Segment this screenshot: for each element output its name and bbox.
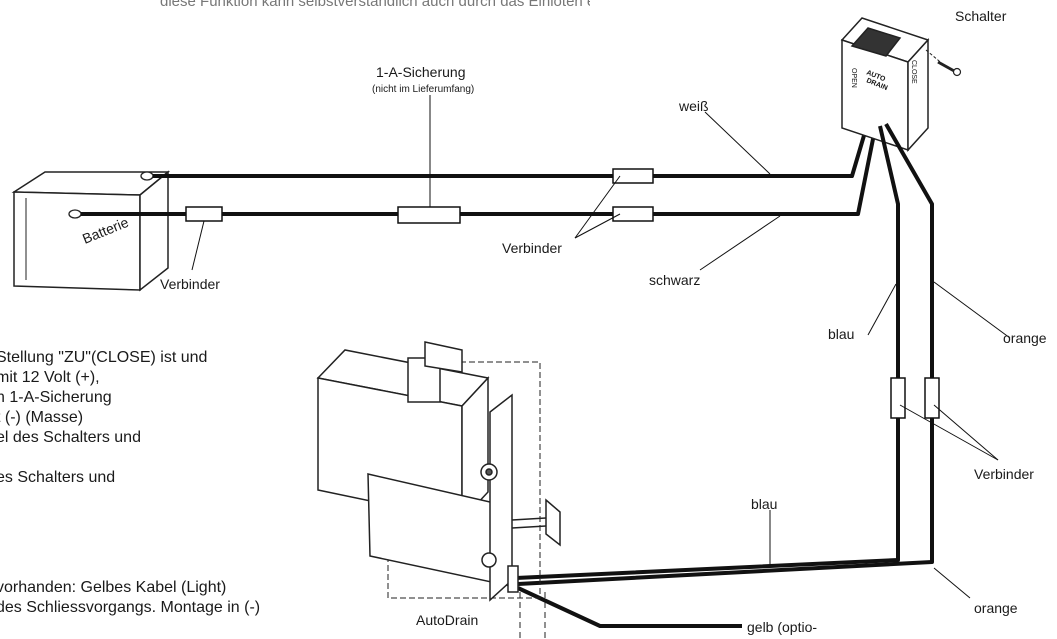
label-autodrain: AutoDrain [416,612,479,628]
label-orange-bottom: orange [974,600,1018,616]
label-verbinder-left: Verbinder [160,276,220,292]
label-weiss: weiß [679,98,709,114]
leader-schwarz [699,215,781,271]
instruction-line-4: t (-) (Masse) [0,409,84,426]
label-schwarz: schwarz [649,272,701,288]
leader-blau-top [867,283,897,336]
label-gelb: gelb (optio- [747,619,818,635]
connector-blau [890,377,906,419]
label-orange-top: orange [1003,330,1047,346]
leader-verbinder-left [191,220,205,271]
instruction-line-7: es Schalters und [0,469,116,486]
switch-box [840,17,930,152]
battery [11,170,171,292]
switch-open-label: OPEN [850,68,857,88]
wire-orange [517,123,934,586]
instruction-line-5: el des Schalters und [0,429,141,446]
battery-positive-terminal [140,171,154,181]
wire-gelb [517,586,742,628]
connector-orange [924,377,940,419]
label-sicherung: 1-A-Sicherung [376,64,466,80]
instruction-line-9: vorhanden: Gelbes Kabel (Light) [0,579,227,596]
leader-orange-bottom [933,567,971,599]
leader-verbinder-right-a [899,404,999,461]
autodrain-valve [316,341,561,639]
instruction-line-1: Stellung "ZU"(CLOSE) ist und [0,349,208,366]
label-blau-top: blau [828,326,855,342]
wire-blau [515,125,900,580]
leader-verbinder-right-b [933,404,999,461]
leader-verbinder-mid-a [574,175,621,239]
wire-positive [153,121,870,178]
label-schalter: Schalter [955,8,1007,24]
instruction-line-2: mit 12 Volt (+), [0,369,100,386]
fuse [397,95,461,224]
battery-negative-terminal [68,209,82,219]
leader-weiss [704,111,771,175]
connector-battery [185,206,223,222]
label-verbinder-mid: Verbinder [502,240,562,256]
connector-negative [612,206,654,222]
screw-icon [925,49,962,77]
wire-negative [81,123,878,216]
connector-positive [612,168,654,184]
instruction-line-10: des Schliessvorgangs. Montage in (-) [0,599,261,616]
switch-close-label: CLOSE [910,60,917,84]
leader-verbinder-mid-b [574,213,621,239]
header-fragment: diese Funktion kann selbstverständlich a… [160,0,590,10]
label-sicherung-note: (nicht im Lieferumfang) [372,84,475,95]
label-blau-bottom: blau [751,496,778,512]
label-verbinder-right: Verbinder [974,466,1034,482]
leader-orange-top [933,281,1011,339]
instruction-line-3: n 1-A-Sicherung [0,389,112,406]
